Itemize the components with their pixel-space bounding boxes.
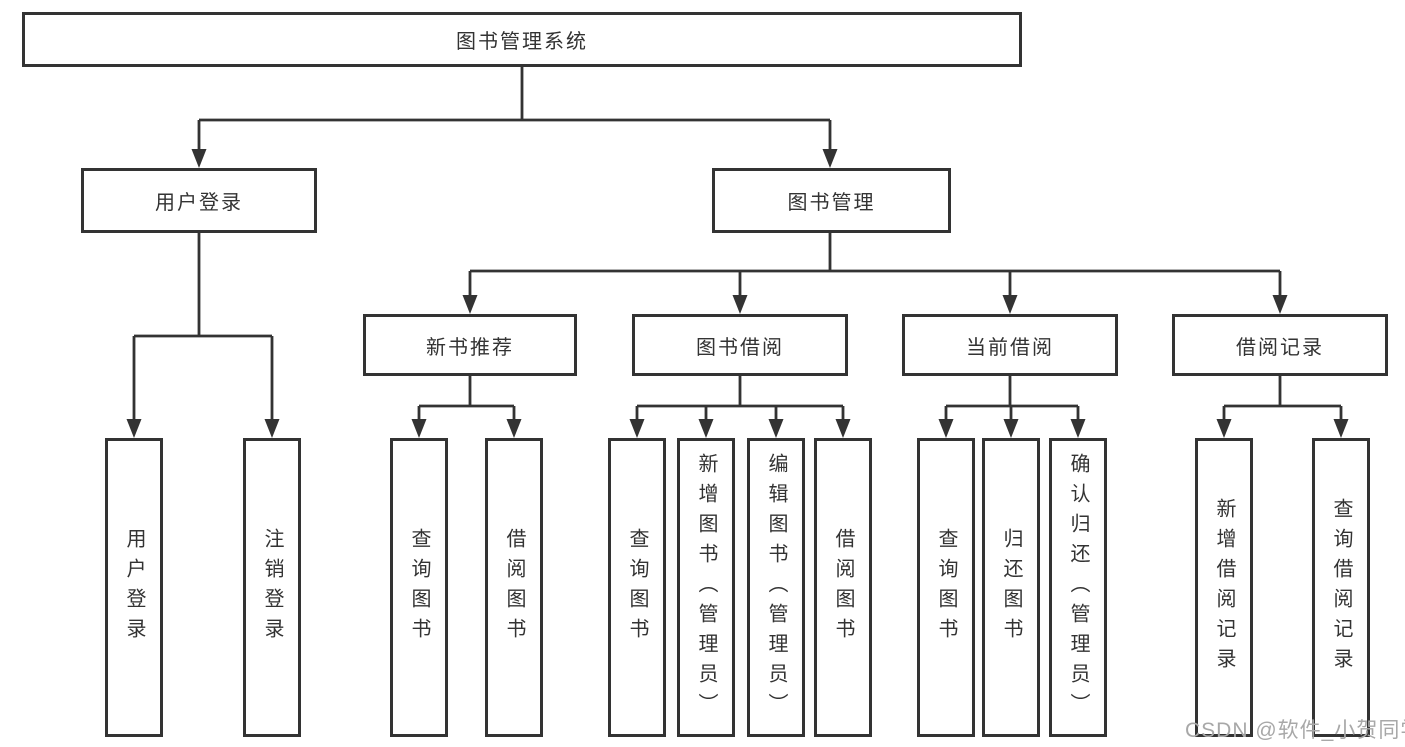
leaf-query-books: 查询图书	[608, 438, 666, 737]
leaf-query-borrow-record: 查询借阅记录	[1312, 438, 1370, 737]
leaf-query-books: 查询图书	[390, 438, 448, 737]
node-borrow-record: 借阅记录	[1172, 314, 1388, 376]
leaf-edit-book-admin: 编辑图书（管理员）	[747, 438, 805, 737]
leaf-borrow-books: 借阅图书	[485, 438, 543, 737]
leaf-query-books: 查询图书	[917, 438, 975, 737]
leaf-user-login: 用户登录	[105, 438, 163, 737]
leaf-logout-login: 注销登录	[243, 438, 301, 737]
leaf-add-book-admin: 新增图书（管理员）	[677, 438, 735, 737]
arrowheads	[126, 149, 1349, 438]
leaf-return-book: 归还图书	[982, 438, 1040, 737]
node-current-borrow: 当前借阅	[902, 314, 1118, 376]
node-user-login: 用户登录	[81, 168, 317, 233]
leaf-confirm-return-admin: 确认归还（管理员）	[1049, 438, 1107, 737]
node-root: 图书管理系统	[22, 12, 1022, 67]
watermark: CSDN @软件_小贺同学	[1185, 719, 1405, 742]
node-new-book-recommend: 新书推荐	[363, 314, 577, 376]
node-book-borrow: 图书借阅	[632, 314, 848, 376]
leaf-borrow-books: 借阅图书	[814, 438, 872, 737]
leaf-add-borrow-record: 新增借阅记录	[1195, 438, 1253, 737]
node-book-management: 图书管理	[712, 168, 951, 233]
